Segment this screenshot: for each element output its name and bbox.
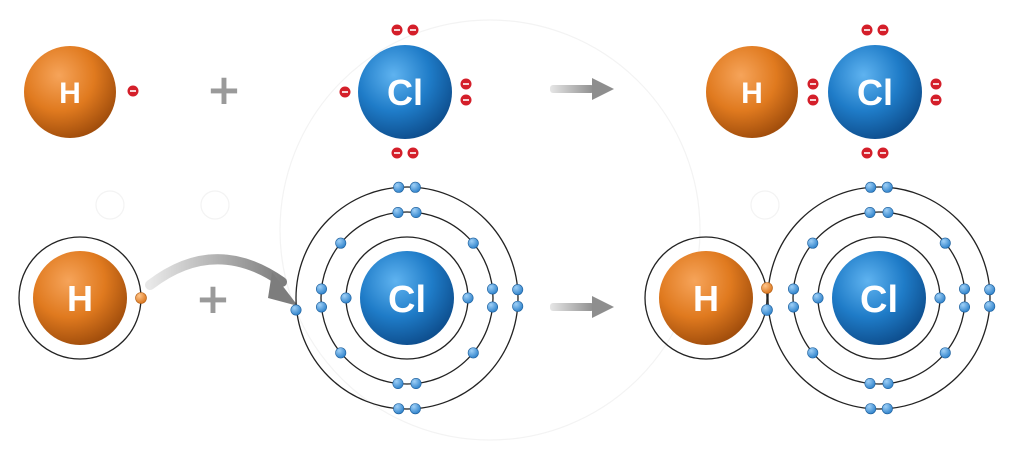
electron-minus-icon (391, 24, 403, 36)
hydrogen-symbol: H (693, 278, 719, 319)
shell-2-electron (939, 237, 951, 249)
electron-transfer-arrow-icon (145, 254, 298, 306)
row-lewis: H + Cl H Cl (24, 24, 942, 159)
electron-minus-icon (861, 147, 873, 159)
electron-minus-icon (339, 86, 351, 98)
shell-3-electron (881, 403, 893, 415)
shell-3-electron (512, 284, 524, 296)
shell-2-electron (335, 347, 347, 359)
shell-2-electron (410, 378, 422, 390)
background-decoration (95, 19, 780, 441)
shell-2-electron (335, 237, 347, 249)
shell-1-electron (812, 292, 824, 304)
hydrogen-symbol: H (741, 77, 763, 110)
chlorine-shell-electrons (290, 181, 524, 415)
chlorine-symbol: Cl (857, 72, 893, 113)
chlorine-symbol: Cl (860, 279, 898, 321)
electron-minus-icon (807, 94, 819, 106)
chlorine-atom-lewis: Cl (358, 45, 452, 139)
shell-2-electron (882, 206, 894, 218)
shell-3-electron (409, 403, 421, 415)
chlorine-valence-electrons (339, 24, 472, 159)
chlorine-symbol: Cl (387, 72, 423, 113)
reaction-arrow-icon (550, 78, 614, 100)
electron-minus-icon (877, 24, 889, 36)
electron-minus-icon (861, 24, 873, 36)
shell-3-electron (984, 284, 996, 296)
hcl-valence-electrons (807, 24, 942, 159)
shell-2-electron (864, 378, 876, 390)
shell-3-electron (984, 300, 996, 312)
shell-3-electron (865, 181, 877, 193)
electron-minus-icon (407, 24, 419, 36)
hcl-molecule-bohr: H Cl (644, 186, 991, 410)
shell-2-electron (410, 206, 422, 218)
shell-2-electron (864, 206, 876, 218)
chlorine-symbol: Cl (388, 279, 426, 321)
shell-2-electron (807, 237, 819, 249)
hydrogen-atom-lewis: H (24, 46, 116, 138)
shell-1-electron (934, 292, 946, 304)
shell-2-electron (392, 206, 404, 218)
shell-1-electron (340, 292, 352, 304)
shell-2-electron (392, 378, 404, 390)
shell-2-electron (467, 237, 479, 249)
shell-3-electron (512, 300, 524, 312)
row-bohr: H + Cl H (18, 181, 996, 415)
shell-3-electron (290, 304, 302, 316)
electron-minus-icon (877, 147, 889, 159)
shell-2-electron (959, 283, 971, 295)
shell-3 (295, 186, 519, 410)
electron-minus-icon (930, 94, 942, 106)
electron-minus-icon (391, 147, 403, 159)
shell-2 (320, 211, 494, 385)
shell-2-electron (787, 283, 799, 295)
hydrogen-electron (135, 292, 147, 304)
electron-minus-icon (460, 78, 472, 90)
electron-minus-icon (127, 85, 139, 97)
shared-chlorine-electron (761, 304, 773, 316)
chlorine-atom-bohr: Cl (295, 186, 519, 410)
plus-icon: + (206, 65, 241, 114)
reaction-arrow-icon (550, 296, 614, 318)
electron-minus-icon (807, 78, 819, 90)
shell-2-electron (487, 301, 499, 313)
shell-2-electron (787, 301, 799, 313)
shell-2-electron (315, 301, 327, 313)
electron-minus-icon (930, 78, 942, 90)
hcl-shell-electrons (787, 181, 996, 415)
electron-minus-icon (460, 94, 472, 106)
plus-icon: + (195, 274, 230, 323)
shell-3-electron (865, 403, 877, 415)
shell-1-electron (462, 292, 474, 304)
hydrogen-atom-bohr: H (18, 236, 147, 360)
shell-2-electron (315, 283, 327, 295)
electron-minus-icon (407, 147, 419, 159)
shell-2-electron (487, 283, 499, 295)
shell-2-electron (467, 347, 479, 359)
shell-3-electron (409, 181, 421, 193)
hydrogen-symbol: H (67, 278, 93, 319)
shell-3-electron (393, 181, 405, 193)
hydrogen-symbol: H (59, 77, 81, 110)
shell-3-electron (393, 403, 405, 415)
shell-2-electron (882, 378, 894, 390)
shell-2-electron (807, 347, 819, 359)
shell-2-electron (939, 347, 951, 359)
shell-2-electron (959, 301, 971, 313)
shared-hydrogen-electron (761, 282, 773, 294)
shell-3-electron (881, 181, 893, 193)
hcl-molecule-lewis: H Cl (706, 45, 922, 139)
